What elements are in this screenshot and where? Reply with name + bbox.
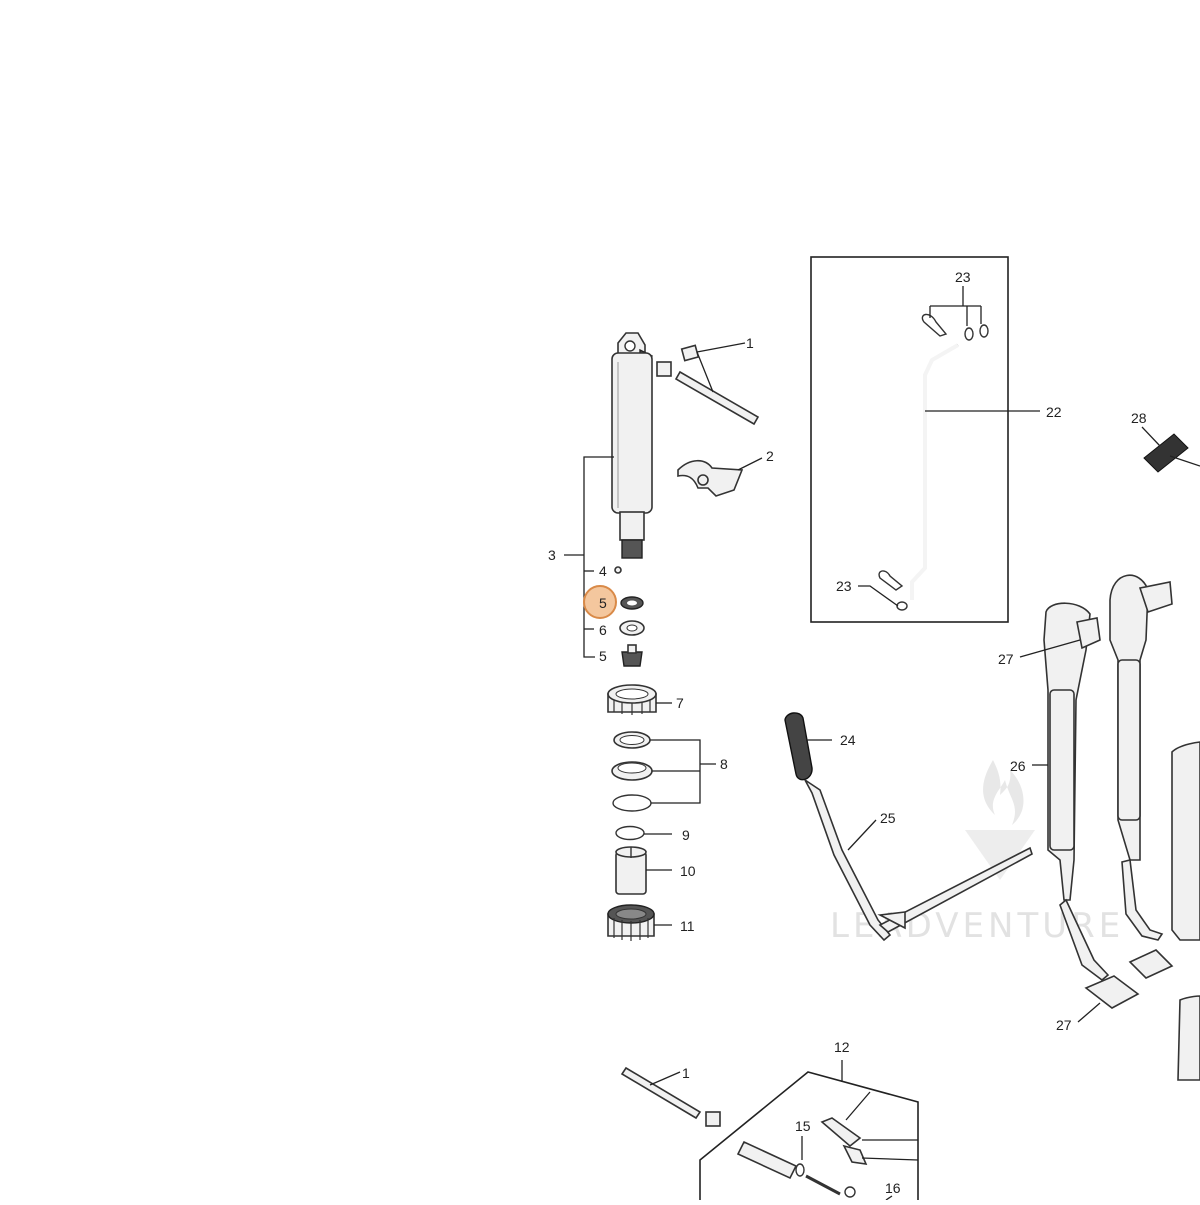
label-23-top[interactable]: 23 — [955, 269, 971, 285]
part-10-sleeve[interactable] — [615, 846, 647, 895]
part-27-buckle-top[interactable] — [1076, 581, 1173, 650]
label-4[interactable]: 4 — [599, 563, 607, 579]
label-27-bottom[interactable]: 27 — [1056, 1017, 1072, 1033]
part-1-rod-bottom[interactable] — [620, 1066, 721, 1127]
label-1-bottom[interactable]: 1 — [682, 1065, 690, 1081]
part-22-inset-box — [810, 256, 1009, 623]
tank-body-partial — [1171, 741, 1200, 1081]
part-22-rod[interactable] — [910, 343, 959, 600]
part-11-cap[interactable] — [607, 904, 655, 941]
part-12-lever[interactable] — [820, 1117, 868, 1165]
pump-cylinder[interactable] — [611, 332, 654, 559]
part-6-washer[interactable] — [619, 620, 645, 636]
part-2-bracket[interactable] — [677, 459, 744, 497]
highlight-circle[interactable] — [583, 585, 617, 619]
label-8[interactable]: 8 — [720, 756, 728, 772]
part-5-valve-lower[interactable] — [621, 644, 643, 667]
label-23-bottom[interactable]: 23 — [836, 578, 852, 594]
label-11[interactable]: 11 — [680, 918, 695, 934]
label-7[interactable]: 7 — [676, 695, 684, 711]
part-7-nut[interactable] — [607, 684, 657, 715]
part-26-strap[interactable] — [1043, 574, 1164, 982]
part-23-clip-set-bottom[interactable] — [878, 570, 908, 611]
label-27-top[interactable]: 27 — [998, 651, 1014, 667]
part-9-o-ring[interactable] — [615, 825, 645, 841]
label-3[interactable]: 3 — [548, 547, 556, 563]
part-4-ball[interactable] — [614, 566, 622, 574]
part-12-inset-box — [699, 1071, 919, 1200]
part-23-clip-set-top[interactable] — [921, 313, 989, 341]
label-22[interactable]: 22 — [1046, 404, 1062, 420]
watermark-logo — [965, 760, 1035, 880]
label-28[interactable]: 28 — [1131, 410, 1147, 426]
part-27-buckle-bottom[interactable] — [1084, 949, 1174, 1009]
label-16[interactable]: 16 — [885, 1180, 901, 1196]
label-9[interactable]: 9 — [682, 827, 690, 843]
label-2[interactable]: 2 — [766, 448, 774, 464]
callout-labels: 1 2 3 4 5 6 5 7 8 9 10 11 1 12 15 16 22 … — [548, 269, 1147, 1196]
label-5-lower[interactable]: 5 — [599, 648, 607, 664]
label-12[interactable]: 12 — [834, 1039, 850, 1055]
label-15[interactable]: 15 — [795, 1118, 811, 1134]
label-5-highlighted[interactable]: 5 — [599, 595, 607, 611]
label-24[interactable]: 24 — [840, 732, 856, 748]
label-6[interactable]: 6 — [599, 622, 607, 638]
label-26[interactable]: 26 — [1010, 758, 1026, 774]
label-25[interactable]: 25 — [880, 810, 896, 826]
part-1-rod[interactable] — [656, 344, 760, 426]
part-24-grip[interactable] — [784, 712, 813, 781]
part-28-pad[interactable] — [1143, 433, 1200, 473]
label-10[interactable]: 10 — [680, 863, 696, 879]
part-15-bolt[interactable] — [736, 1140, 856, 1198]
part-8-seal-set[interactable] — [611, 731, 653, 812]
label-1-top[interactable]: 1 — [746, 335, 754, 351]
part-25-lever[interactable] — [804, 779, 1033, 942]
